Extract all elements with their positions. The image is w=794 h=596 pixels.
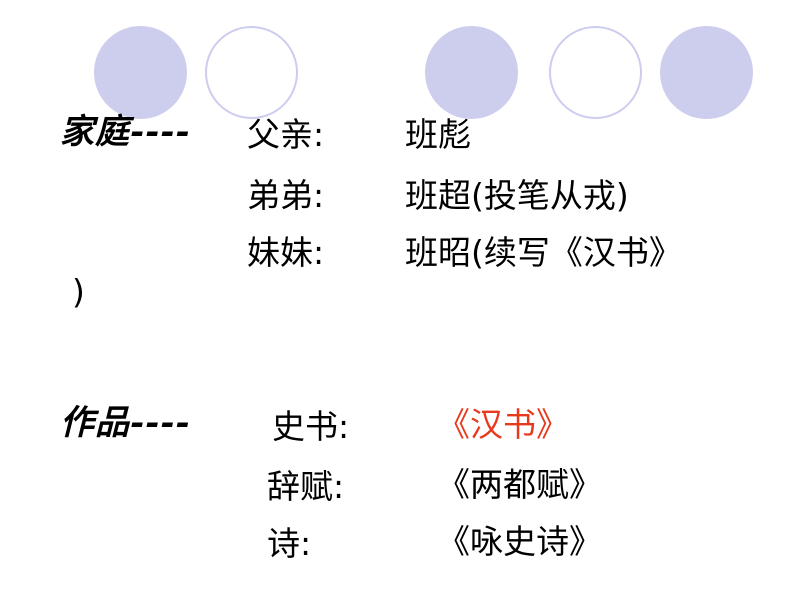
fu-label: 辞赋: (267, 467, 345, 506)
father-label: 父亲: (247, 115, 325, 154)
family-heading: 家庭---- (60, 112, 191, 152)
sister-label: 妹妹: (247, 233, 325, 272)
decorative-circles (0, 0, 794, 130)
poem-value: 《咏史诗》 (437, 522, 602, 561)
decor-circle-filled (425, 26, 518, 119)
poem-label: 诗: (267, 524, 312, 563)
decor-circle-filled (660, 26, 753, 119)
decor-circle-outline (549, 26, 642, 119)
decor-circle-filled (94, 26, 187, 119)
father-value: 班彪 (405, 115, 471, 154)
history-value: 《汉书》 (437, 405, 569, 444)
decor-circle-outline (205, 26, 298, 119)
works-heading: 作品---- (60, 403, 191, 443)
fu-value: 《两都赋》 (437, 465, 602, 504)
sister-value-tail: ) (72, 272, 85, 311)
brother-label: 弟弟: (247, 176, 325, 215)
brother-value: 班超(投笔从戎) (405, 176, 629, 215)
history-label: 史书: (272, 407, 350, 446)
sister-value: 班昭(续写《汉书》 (405, 233, 682, 272)
